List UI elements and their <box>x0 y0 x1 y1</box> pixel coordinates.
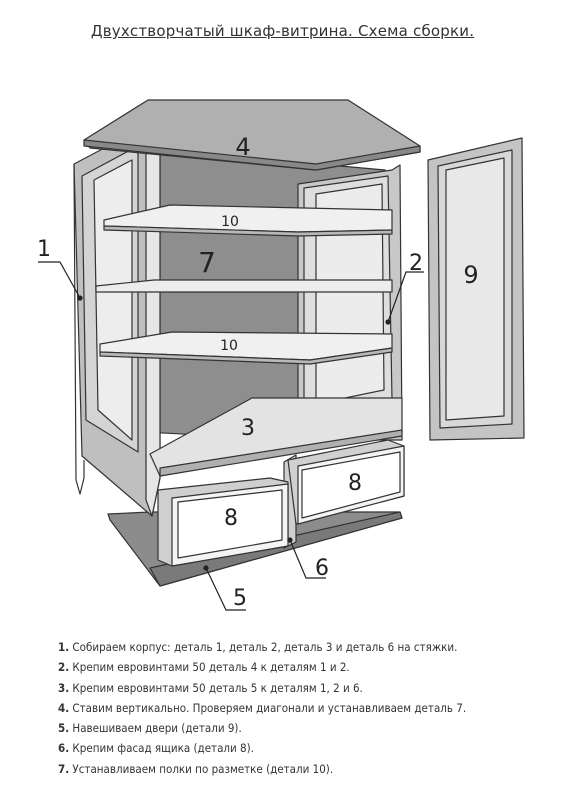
part-10-shelf-lower-edge <box>99 347 393 365</box>
step-number: 4. <box>58 700 70 715</box>
part-10-shelf-middle <box>95 279 393 293</box>
part-label-10-lower: 10 <box>220 338 238 354</box>
part-label-8-right: 8 <box>348 471 362 496</box>
part-9-door-glass <box>445 157 505 421</box>
leader-1 <box>38 261 81 299</box>
callout-1: 1 <box>37 237 51 262</box>
part-label-4: 4 <box>235 133 250 161</box>
step-item: 5. Навешиваем двери (детали 9). <box>58 718 558 738</box>
leader-2-dot <box>385 319 391 325</box>
step-text: Ставим вертикально. Проверяем диагонали … <box>69 700 467 715</box>
step-text: Собираем корпус: деталь 1, деталь 2, дет… <box>69 640 458 654</box>
part-3-bottom-board-edge <box>159 429 403 477</box>
part-label-7: 7 <box>198 246 216 279</box>
leader-2 <box>387 271 424 323</box>
leader-5 <box>205 567 246 611</box>
part-4-top-board-edge <box>83 139 421 171</box>
assembly-diagram: 4 10 7 10 3 8 8 9 1 2 5 6 <box>37 99 525 611</box>
step-item: 2. Крепим евровинтами 50 деталь 4 к дета… <box>58 657 558 677</box>
step-number: 1. <box>58 640 70 654</box>
step-item: 4. Ставим вертикально. Проверяем диагона… <box>58 698 558 718</box>
callout-6: 6 <box>315 556 329 581</box>
step-item: 3. Крепим евровинтами 50 деталь 5 к дета… <box>58 678 558 698</box>
step-number: 5. <box>58 721 70 736</box>
step-text: Устанавливаем полки по разметке (детали … <box>69 761 334 776</box>
part-label-10-upper: 10 <box>221 214 239 230</box>
callout-5: 5 <box>233 586 247 611</box>
part-1-left-side-glass <box>93 159 133 441</box>
step-number: 6. <box>58 741 70 756</box>
part-5-plinth-front <box>149 511 403 587</box>
callout-2: 2 <box>409 251 423 276</box>
part-label-3: 3 <box>241 416 255 441</box>
step-item: 6. Крепим фасад ящика (детали 8). <box>58 738 558 758</box>
part-8-left-drawer-inner <box>177 489 283 559</box>
step-number: 2. <box>58 660 70 675</box>
part-label-8-left: 8 <box>224 506 238 531</box>
leader-6 <box>289 539 326 579</box>
step-number: 3. <box>58 680 70 695</box>
leader-6-dot <box>287 537 293 543</box>
part-label-9: 9 <box>463 261 478 289</box>
part-1-foot <box>73 163 85 495</box>
diagram-title: Двухстворчатый шкаф-витрина. Схема сборк… <box>90 22 475 40</box>
leader-5-dot <box>203 565 209 571</box>
leader-1-dot <box>77 295 83 301</box>
step-text: Крепим евровинтами 50 деталь 5 к деталям… <box>69 680 363 695</box>
part-8-right-drawer-inner <box>301 451 401 519</box>
step-item: 1. Собираем корпус: деталь 1, деталь 2, … <box>58 637 558 657</box>
step-item: 7. Устанавливаем полки по разметке (дета… <box>58 759 558 779</box>
step-number: 7. <box>58 761 70 776</box>
step-text: Крепим фасад ящика (детали 8). <box>69 741 254 756</box>
step-text: Навешиваем двери (детали 9). <box>69 721 242 736</box>
part-10-shelf-upper-edge <box>103 225 393 237</box>
assembly-steps-list: 1. Собираем корпус: деталь 1, деталь 2, … <box>58 637 558 779</box>
step-text: Крепим евровинтами 50 деталь 4 к деталям… <box>69 660 350 675</box>
part-3-bottom-board <box>149 397 403 477</box>
